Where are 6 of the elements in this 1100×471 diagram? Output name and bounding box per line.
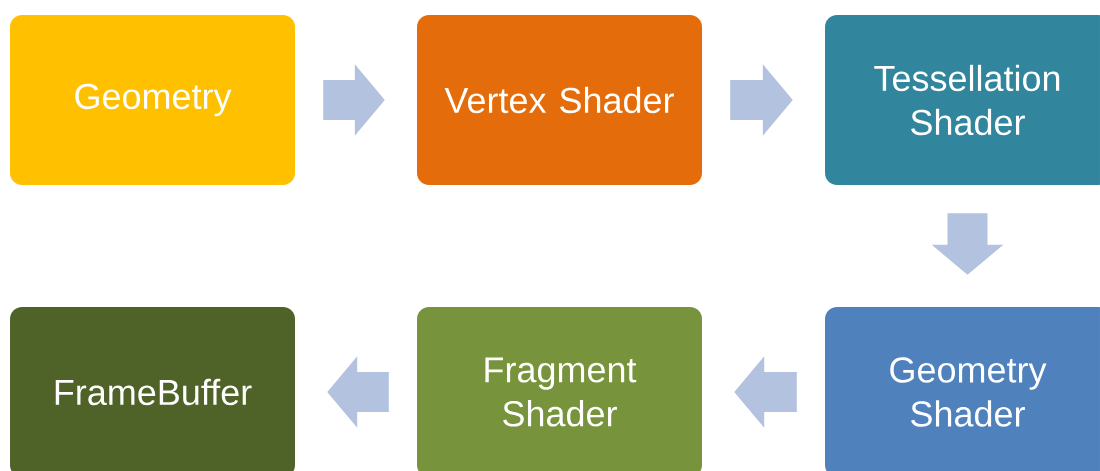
process-box: Tessellation Shader: [825, 15, 1100, 185]
process-box: FrameBuffer: [10, 307, 295, 471]
process-box: Fragment Shader: [417, 307, 702, 471]
process-box: Vertex Shader: [417, 15, 702, 185]
process-box: Geometry: [10, 15, 295, 185]
process-box: Geometry Shader: [825, 307, 1100, 471]
